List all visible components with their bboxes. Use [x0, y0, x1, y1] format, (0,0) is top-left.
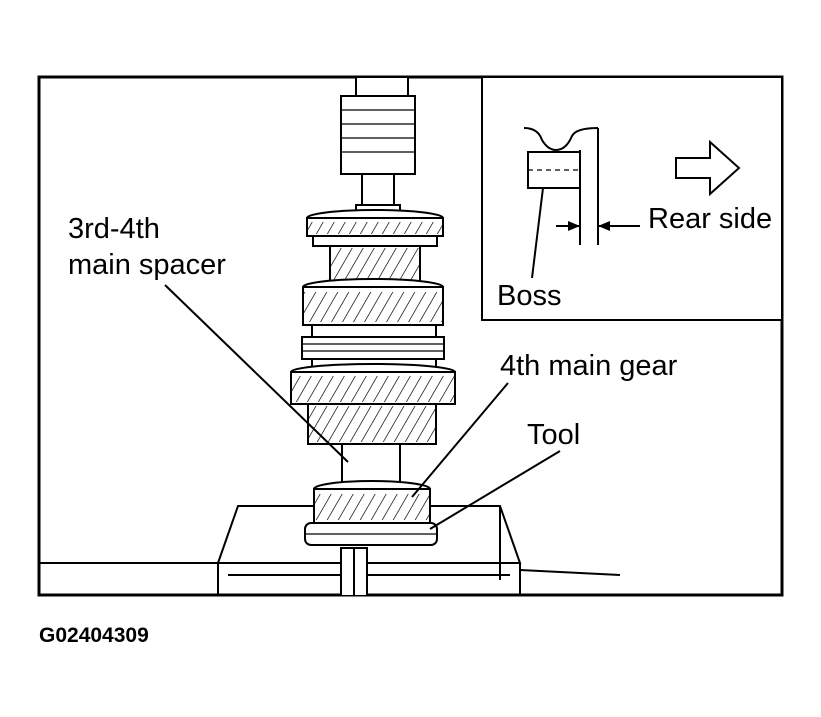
gear-stack	[290, 209, 456, 546]
label-fourth-main-gear: 4th main gear	[500, 350, 678, 382]
label-boss: Boss	[497, 280, 561, 312]
label-tool: Tool	[527, 419, 580, 451]
fourth-gear-leader-line	[411, 382, 509, 498]
press-ram	[340, 77, 416, 216]
spacer-leader-line	[164, 284, 349, 463]
figure-code: G02404309	[39, 624, 149, 647]
inset-detail	[481, 76, 783, 321]
label-rear-side: Rear side	[648, 203, 772, 235]
rear-side-arrow-icon	[675, 139, 741, 197]
label-spacer-line2: main spacer	[68, 249, 226, 281]
label-spacer-line1: 3rd-4th	[68, 213, 160, 245]
diagram-frame	[37, 75, 784, 597]
tool-leader-line	[429, 450, 561, 530]
